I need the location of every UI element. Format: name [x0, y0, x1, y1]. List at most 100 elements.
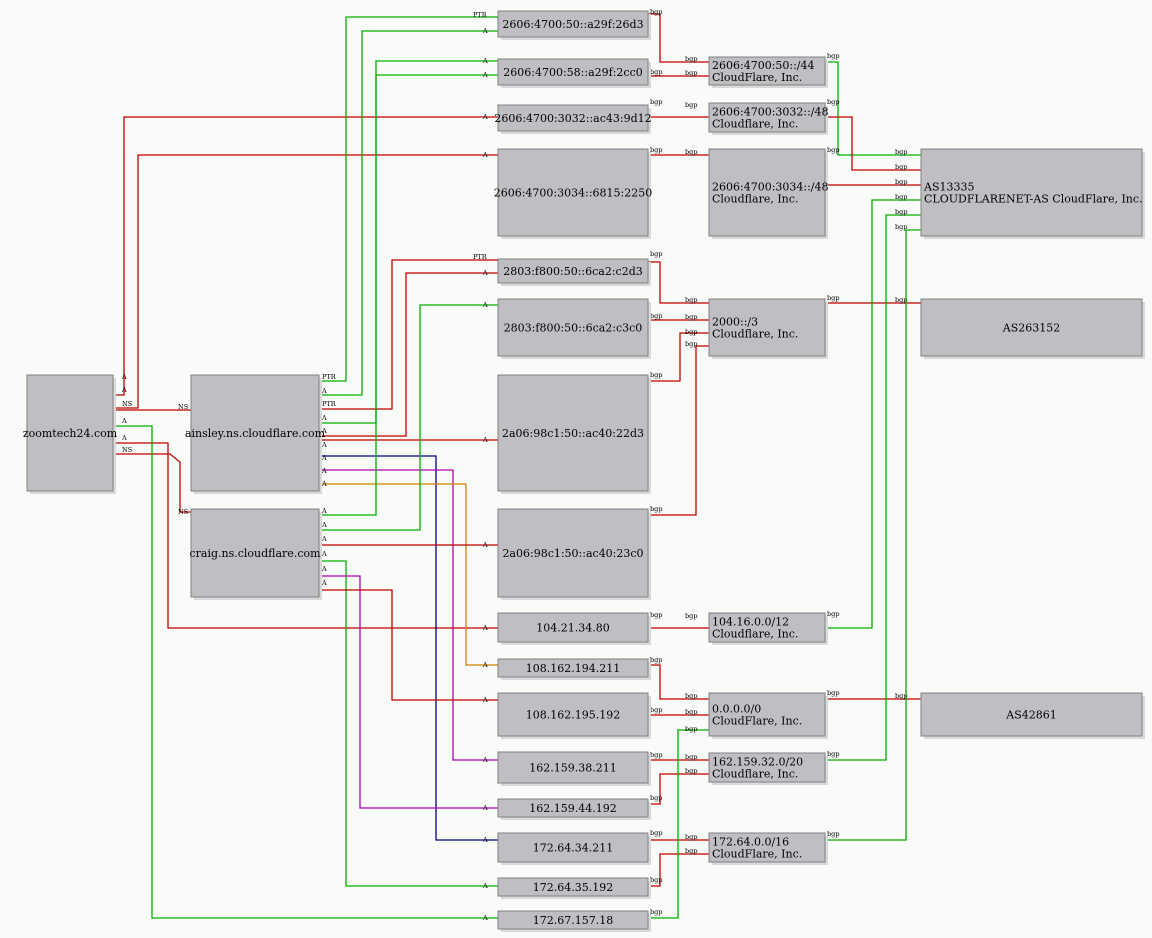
edge-target-label: bgp	[895, 148, 907, 156]
edge-target-label: bgp	[895, 223, 907, 231]
edge-target-label: A	[482, 696, 488, 704]
node-label: Cloudflare, Inc.	[712, 328, 798, 341]
node-label: 0.0.0.0/0	[712, 703, 761, 716]
edge-source-label: A	[321, 387, 327, 395]
node-ip2: 108.162.194.211	[497, 658, 651, 680]
node-label: 162.159.32.0/20	[712, 756, 803, 769]
node-label: 172.64.34.211	[533, 842, 613, 855]
edge-line	[648, 13, 709, 63]
edge-target-label: bgp	[685, 148, 697, 156]
edge-source-label: bgp	[650, 908, 662, 916]
edge-p7-as1: bgp bgp	[825, 208, 921, 761]
edge-craig-v6h: AA	[319, 535, 498, 549]
node-label: 162.159.38.211	[529, 762, 616, 775]
edge-target-label: bgp	[895, 692, 907, 700]
edge-target-label: bgp	[895, 193, 907, 201]
edge-source-label: A	[321, 454, 327, 462]
edge-line	[319, 483, 498, 666]
edge-line	[319, 589, 498, 701]
node-box	[708, 148, 826, 237]
node-box	[708, 752, 826, 783]
edge-source-label: A	[321, 467, 327, 475]
edge-line	[648, 729, 709, 919]
edge-ainsley-v6a: AA	[319, 27, 498, 396]
node-label: 104.16.0.0/12	[712, 616, 789, 629]
edge-target-label: NS	[178, 508, 188, 516]
node-box	[708, 692, 826, 737]
edge-target-label: bgp	[685, 296, 697, 304]
node-v6c: 2606:4700:3032::ac43:9d12	[494, 104, 652, 134]
node-box	[708, 612, 826, 643]
edge-line	[648, 664, 709, 700]
edge-zoom-v6d: AA	[114, 151, 498, 409]
edge-line	[319, 30, 498, 396]
edge-source-label: A	[321, 441, 327, 449]
node-label: 2803:f800:50::6ca2:c2d3	[503, 265, 643, 278]
edge-line	[319, 272, 498, 437]
node-box	[26, 374, 114, 492]
edge-source-label: bgp	[650, 794, 662, 802]
node-label: 2606:4700:3034::/48	[712, 181, 829, 194]
edge-ainsley-ip6: AA	[319, 454, 498, 844]
node-label: AS13335	[923, 181, 974, 194]
edge-target-label: bgp	[685, 725, 697, 733]
node-box	[708, 832, 826, 863]
node-label: Cloudflare, Inc.	[712, 118, 798, 131]
node-box	[497, 910, 649, 930]
node-v6b: 2606:4700:58::a29f:2cc0	[497, 58, 651, 88]
edge-source-label: A	[121, 373, 127, 381]
node-label: AS263152	[1002, 322, 1060, 335]
node-label: Cloudflare, Inc.	[712, 628, 798, 641]
node-box	[497, 877, 649, 897]
edge-source-label: bgp	[650, 611, 662, 619]
node-box	[497, 10, 649, 38]
edge-line	[319, 455, 498, 841]
edge-target-label: A	[482, 804, 488, 812]
edge-line	[825, 61, 921, 156]
edge-source-label: bgp	[650, 8, 662, 16]
edge-target-label: PTR	[473, 11, 488, 19]
node-box	[920, 298, 1143, 357]
node-box	[708, 56, 826, 86]
node-box	[920, 148, 1143, 237]
edge-target-label: A	[482, 882, 488, 890]
node-label: 2606:4700:3032::ac43:9d12	[494, 112, 651, 125]
edge-ainsley-ip2: AA	[319, 480, 498, 669]
edge-craig-v6b: AA	[319, 71, 498, 516]
edge-line	[648, 345, 709, 516]
node-label: Cloudflare, Inc.	[712, 768, 798, 781]
edge-zoom-ip1: AA	[114, 434, 498, 632]
edge-target-label: bgp	[895, 163, 907, 171]
node-v6a: 2606:4700:50::a29f:26d3	[497, 10, 651, 40]
edge-source-label: A	[121, 434, 127, 442]
edge-line	[648, 332, 709, 382]
edge-line	[648, 261, 709, 304]
node-box	[497, 798, 649, 818]
edge-target-label: A	[482, 624, 488, 632]
edge-target-label: bgp	[685, 101, 697, 109]
node-box	[190, 374, 320, 492]
edge-line	[114, 425, 498, 919]
edge-target-label: bgp	[685, 753, 697, 761]
node-label: 108.162.194.211	[526, 662, 620, 675]
edge-target-label: bgp	[685, 612, 697, 620]
edge-p8-as1: bgp bgp	[825, 223, 921, 841]
edge-target-label: A	[482, 836, 488, 844]
node-box	[920, 692, 1143, 737]
node-label: 172.64.35.192	[533, 881, 613, 894]
edge-target-label: NS	[178, 403, 188, 411]
edge-target-label: bgp	[895, 296, 907, 304]
node-label: 172.67.157.18	[533, 914, 613, 927]
